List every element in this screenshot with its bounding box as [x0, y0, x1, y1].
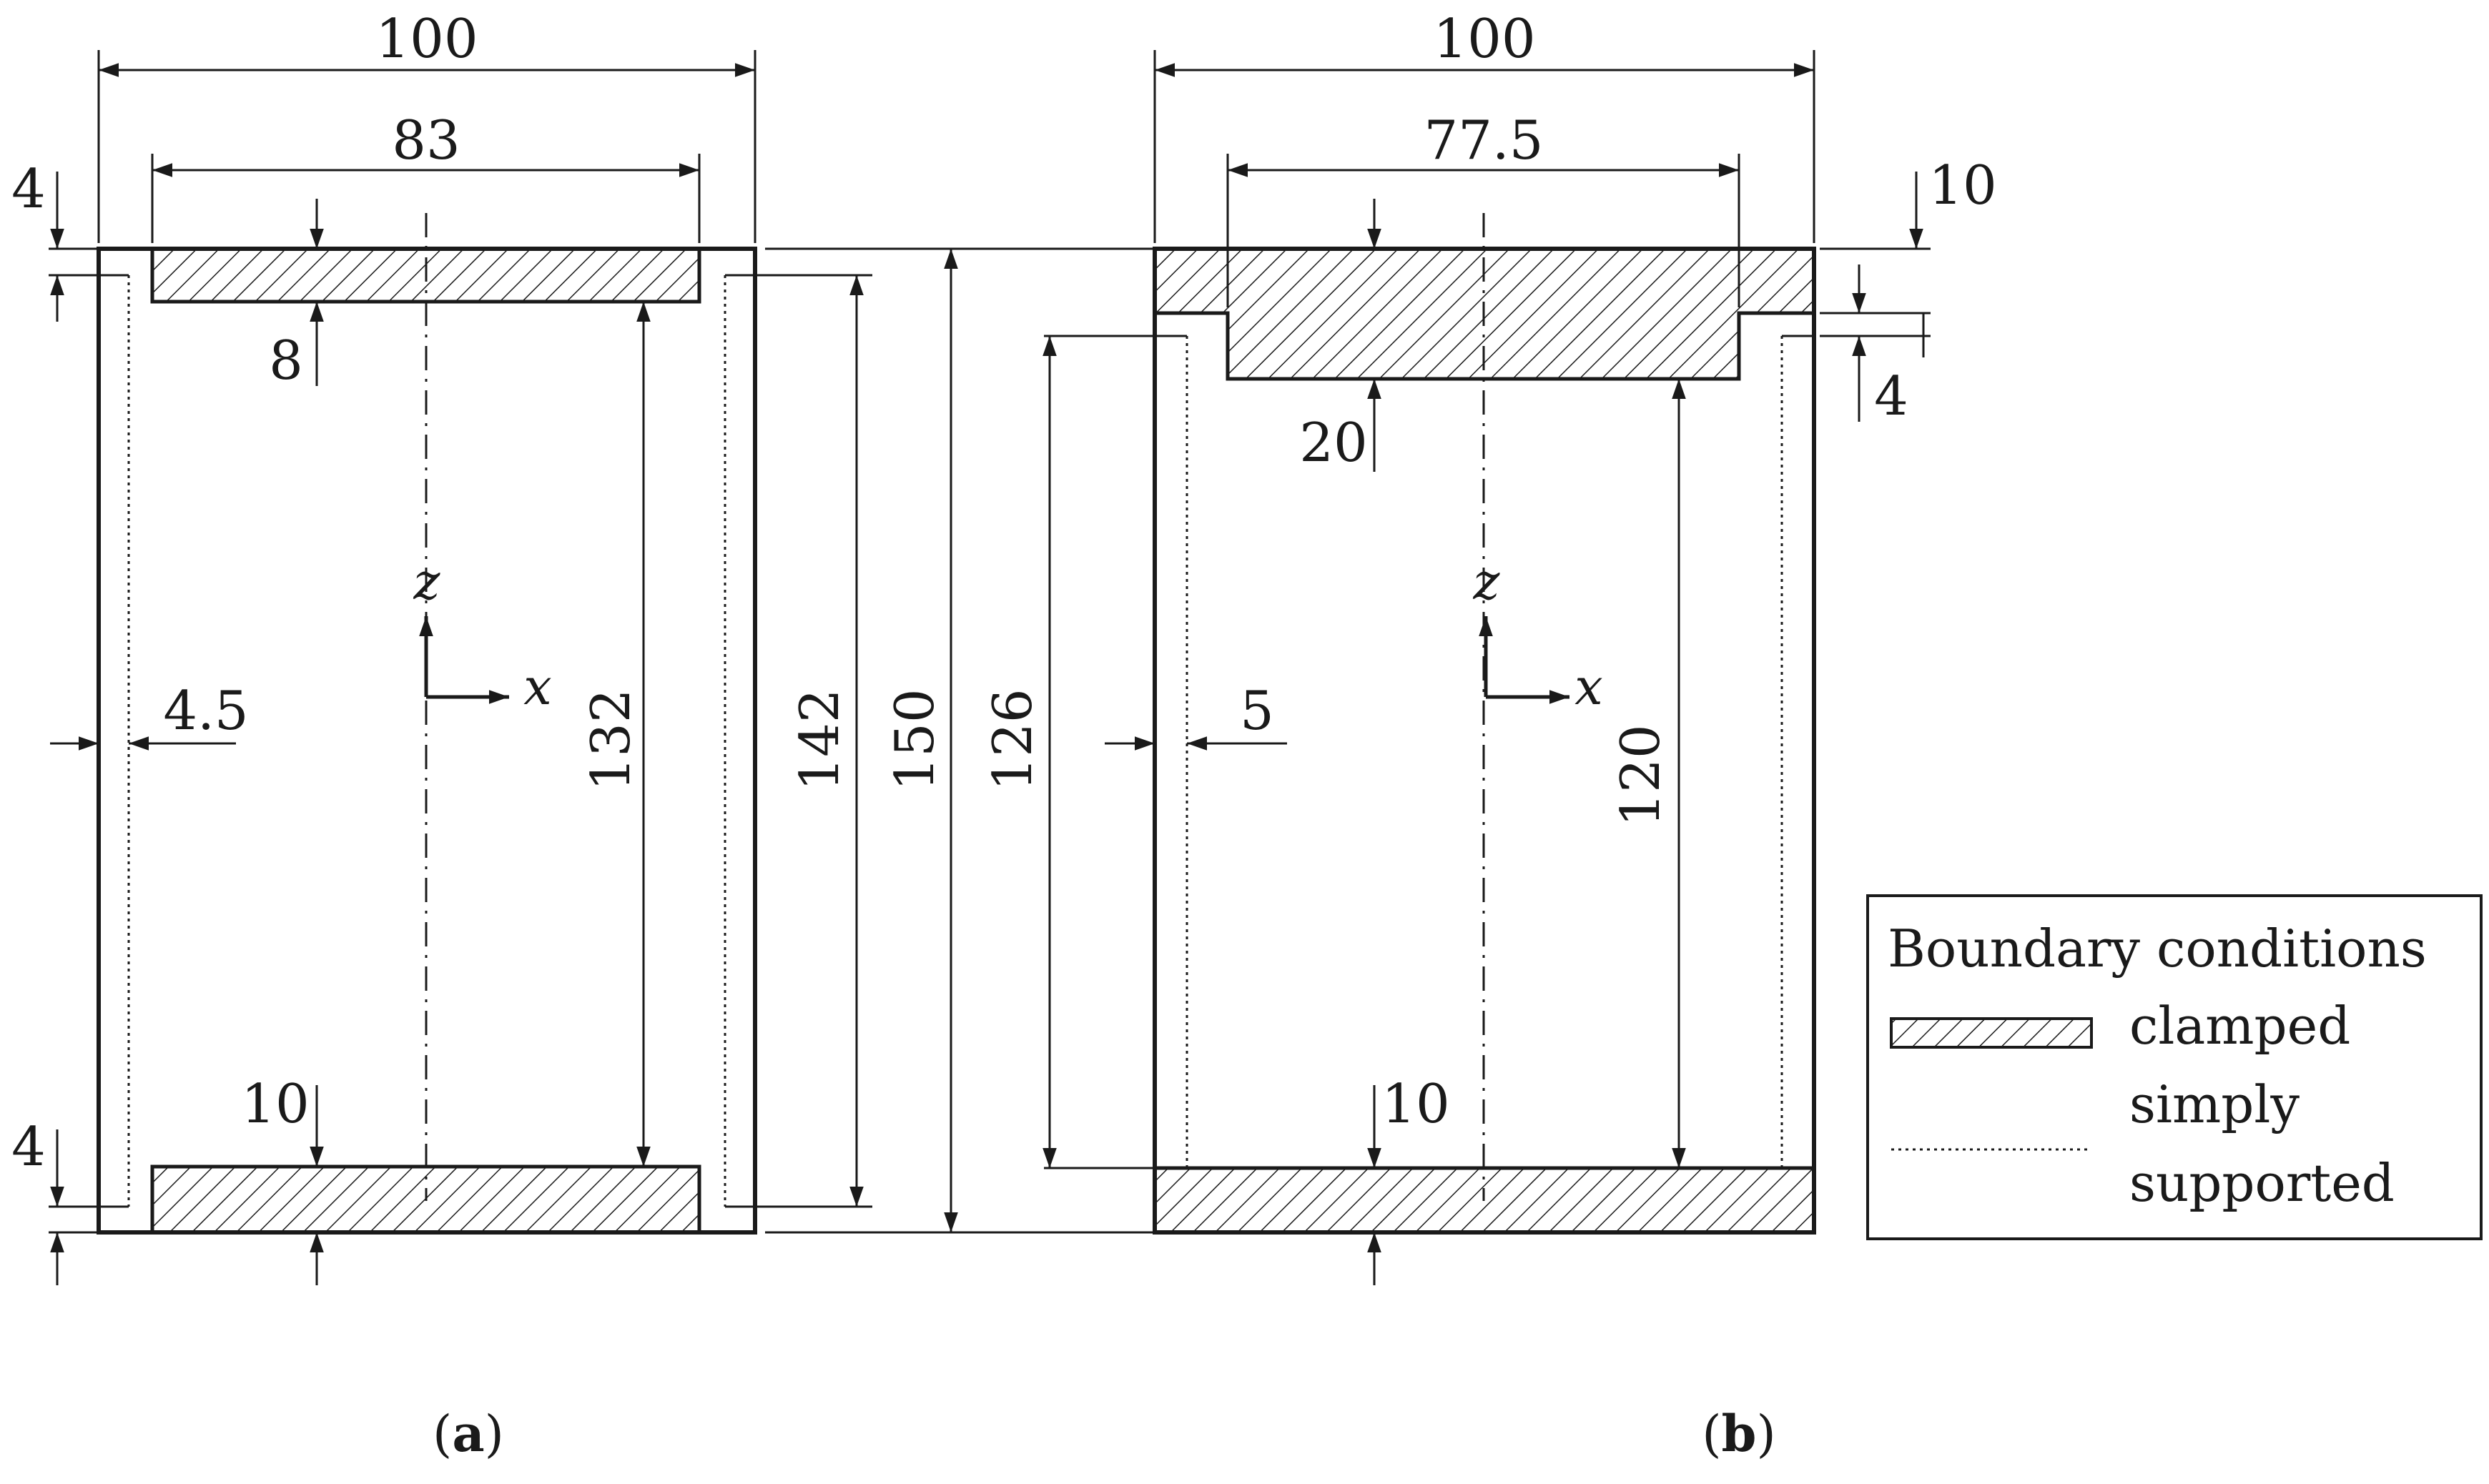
- dim-b-support-height: [1043, 335, 1187, 1169]
- caption-b: (b): [1702, 1404, 1776, 1463]
- dim-a-side-offset-label: 4.5: [163, 679, 248, 742]
- dim-a-top-gap-label: 4: [11, 157, 46, 220]
- dim-b-step: [1820, 264, 1931, 422]
- dim-a-support-height: [725, 274, 872, 1208]
- dim-a-width-83-label: 83: [392, 109, 460, 172]
- dim-a-bottom-gap: [49, 1129, 99, 1285]
- dim-b-side-offset-label: 5: [1240, 679, 1274, 742]
- simply-supported-b: [1186, 336, 1783, 1168]
- caption-b-letter: b: [1722, 1404, 1757, 1463]
- dim-a-top-gap: [49, 172, 99, 322]
- caption-a-open: (: [433, 1405, 452, 1463]
- dim-b-top-clamp-right-label: 10: [1928, 154, 1996, 217]
- dim-a-inner-height-label: 132: [579, 688, 642, 791]
- legend-simply-label-1: simply: [2129, 1074, 2300, 1134]
- dim-b-inner-clamp-label: 20: [1299, 411, 1367, 474]
- dim-b-width-100-label: 100: [1433, 7, 1535, 70]
- dim-b-top-clamp-right: [1820, 172, 1931, 250]
- legend-title: Boundary conditions: [1888, 919, 2427, 979]
- diagram-b: 100 77.5 10 4 20: [981, 7, 1997, 1463]
- dim-a-top-clamp-label: 8: [269, 329, 303, 392]
- caption-a: (a): [433, 1404, 504, 1463]
- dim-b-bottom-clamp-label: 10: [1381, 1072, 1449, 1135]
- dim-a-width-100: [97, 50, 756, 243]
- caption-a-close: ): [485, 1405, 504, 1463]
- legend-box: [1866, 894, 2483, 1240]
- axes-a: [419, 616, 509, 704]
- legend-clamped-label: clamped: [2129, 996, 2350, 1056]
- axis-b-x-label: x: [1574, 658, 1602, 716]
- axes-b: [1479, 616, 1569, 704]
- diagram-a: 100 83 4 8 10: [11, 7, 1155, 1463]
- caption-a-letter: a: [452, 1404, 484, 1463]
- dim-a-bottom-clamp-label: 10: [241, 1072, 309, 1135]
- legend-clamped-swatch: [1890, 1017, 2093, 1049]
- dim-a-total-height-label: 150: [883, 688, 946, 791]
- dim-b-width-77-5: [1226, 154, 1740, 307]
- caption-b-close: ): [1756, 1405, 1775, 1463]
- legend-simply-label-2: supported: [2129, 1153, 2395, 1213]
- dim-b-support-height-label: 126: [981, 688, 1044, 791]
- dim-total-height: [765, 247, 1155, 1234]
- dim-b-inner-height-label: 120: [1609, 724, 1672, 826]
- dim-a-width-83: [151, 154, 701, 243]
- dim-a-support-height-label: 142: [788, 688, 851, 791]
- caption-b-open: (: [1702, 1405, 1721, 1463]
- dim-b-width-100: [1153, 50, 1815, 243]
- axis-b-z-label: z: [1473, 553, 1501, 611]
- legend: Boundary conditions clamped simply suppo…: [1866, 894, 2483, 1240]
- dim-a-width-100-label: 100: [375, 7, 478, 70]
- axis-a-z-label: z: [413, 553, 441, 611]
- axis-a-x-label: x: [523, 658, 551, 716]
- dim-b-step-label: 4: [1874, 365, 1908, 427]
- dim-b-width-77-5-label: 77.5: [1424, 109, 1544, 172]
- dim-a-bottom-gap-label: 4: [11, 1115, 46, 1178]
